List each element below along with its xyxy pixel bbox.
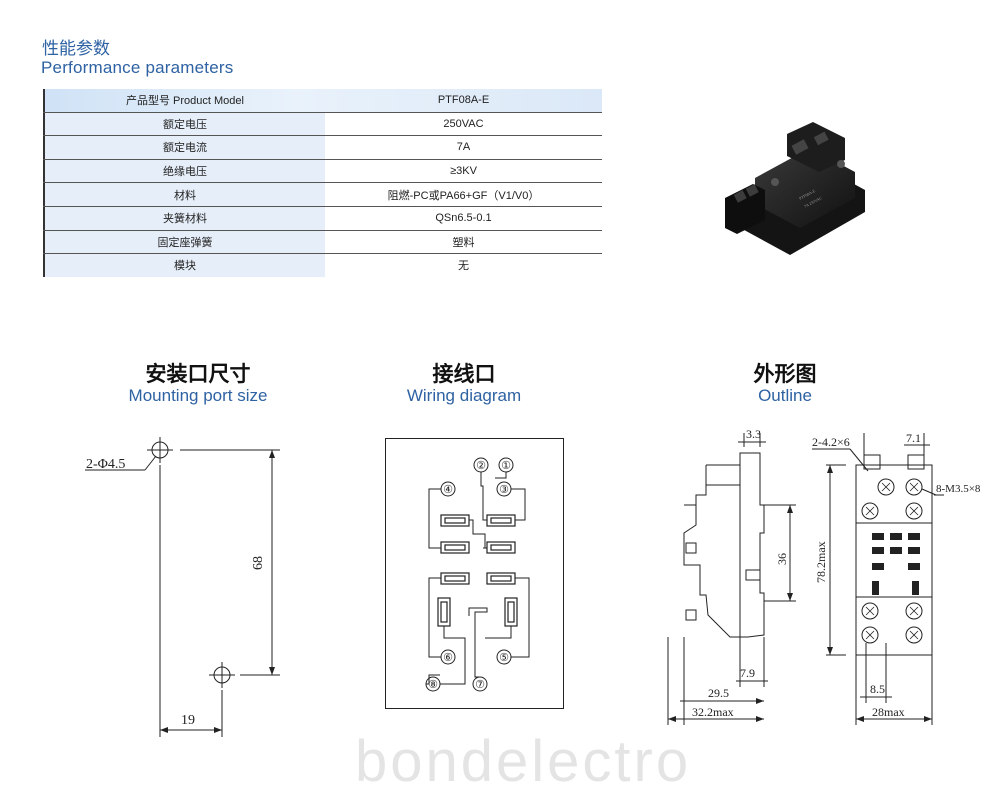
front-hole-label: 2-4.2×6 bbox=[812, 435, 850, 449]
terminal-label: ⑧ bbox=[428, 679, 438, 691]
terminal-label: ④ bbox=[443, 484, 453, 496]
product-photo: PTF08A-E 7A 250VAC bbox=[725, 122, 865, 255]
section-title-cn: 性能参数 bbox=[42, 39, 110, 58]
table-value: 250VAC bbox=[443, 117, 484, 130]
terminal-label: ⑥ bbox=[443, 652, 453, 664]
wiring-title-cn: 接线口 bbox=[432, 363, 496, 386]
table-value: ≥3KV bbox=[450, 165, 477, 178]
table-row: 模块 无 bbox=[43, 254, 602, 277]
mounting-title-cn: 安装口尺寸 bbox=[145, 363, 251, 386]
table-label: 夹簧材料 bbox=[43, 206, 325, 230]
front-small-dim: 8.5 bbox=[870, 682, 885, 696]
outline-title-cn: 外形图 bbox=[753, 363, 817, 386]
terminal-label: ① bbox=[501, 460, 511, 472]
side-max-dim: 32.2max bbox=[692, 705, 734, 719]
terminal-label: ⑤ bbox=[499, 652, 509, 664]
table-label: 额定电流 bbox=[43, 136, 325, 159]
side-top-dim: 3.3 bbox=[746, 427, 761, 441]
table-label: 额定电压 bbox=[43, 112, 325, 136]
front-view bbox=[812, 433, 944, 725]
front-screw-label: 8-M3.5×8 bbox=[936, 483, 981, 495]
table-value: 无 bbox=[458, 260, 469, 273]
height-dim: 68 bbox=[251, 556, 266, 570]
table-value: 7A bbox=[456, 141, 471, 154]
front-height-dim: 78.2max bbox=[814, 541, 828, 583]
table-row: 材料 阻燃-PC或PA66+GF（V1/V0） bbox=[43, 183, 602, 207]
outline-drawing: 3.3 36 7.9 29.5 32.2max 2-4.2×6 7.1 8-M3… bbox=[667, 427, 981, 725]
front-width-dim: 28max bbox=[872, 705, 905, 719]
table-label: 产品型号 Product Model bbox=[43, 89, 325, 112]
outline-title-en: Outline bbox=[758, 386, 812, 405]
table-value: QSn6.5-0.1 bbox=[435, 212, 492, 225]
table-value: 塑料 bbox=[452, 236, 475, 249]
watermark: bondelectro bbox=[355, 729, 692, 794]
width-dim: 19 bbox=[181, 713, 195, 728]
section-title-en: Performance parameters bbox=[41, 58, 234, 77]
table-row: 产品型号 Product Model PTF08A-E bbox=[43, 89, 602, 113]
table-value: PTF08A-E bbox=[437, 94, 490, 107]
hole-label: 2-Φ4.5 bbox=[86, 457, 125, 472]
table-label: 模块 bbox=[43, 254, 325, 277]
table-label: 绝缘电压 bbox=[43, 159, 325, 183]
terminal-label: ⑦ bbox=[475, 679, 485, 691]
terminal-label: ② bbox=[476, 460, 486, 472]
table-row: 夹簧材料 QSn6.5-0.1 bbox=[43, 206, 602, 231]
table-value: 阻燃-PC或PA66+GF（V1/V0） bbox=[387, 189, 540, 202]
front-top-dim: 7.1 bbox=[906, 431, 921, 445]
wiring-title-en: Wiring diagram bbox=[406, 386, 522, 405]
table-row: 固定座弹簧 塑料 bbox=[43, 230, 602, 255]
table-row: 额定电流 7A bbox=[43, 136, 602, 160]
mounting-title-en: Mounting port size bbox=[128, 386, 268, 405]
table-row: 额定电压 250VAC bbox=[43, 112, 602, 137]
table-label: 固定座弹簧 bbox=[43, 230, 325, 254]
side-low-dim: 7.9 bbox=[740, 666, 755, 680]
wiring-drawing: ② ① ④ ③ ⑥ ⑤ ⑧ ⑦ bbox=[385, 438, 564, 709]
mounting-drawing: 2-Φ4.5 68 19 bbox=[85, 437, 280, 737]
parameters-table: 产品型号 Product Model PTF08A-E 额定电压 250VAC … bbox=[43, 89, 602, 277]
side-depth-dim: 29.5 bbox=[708, 686, 729, 700]
table-label: 材料 bbox=[43, 183, 325, 206]
side-view bbox=[667, 433, 796, 725]
table-row: 绝缘电压 ≥3KV bbox=[43, 159, 602, 184]
side-mid-dim: 36 bbox=[775, 553, 789, 565]
terminal-label: ③ bbox=[499, 484, 509, 496]
